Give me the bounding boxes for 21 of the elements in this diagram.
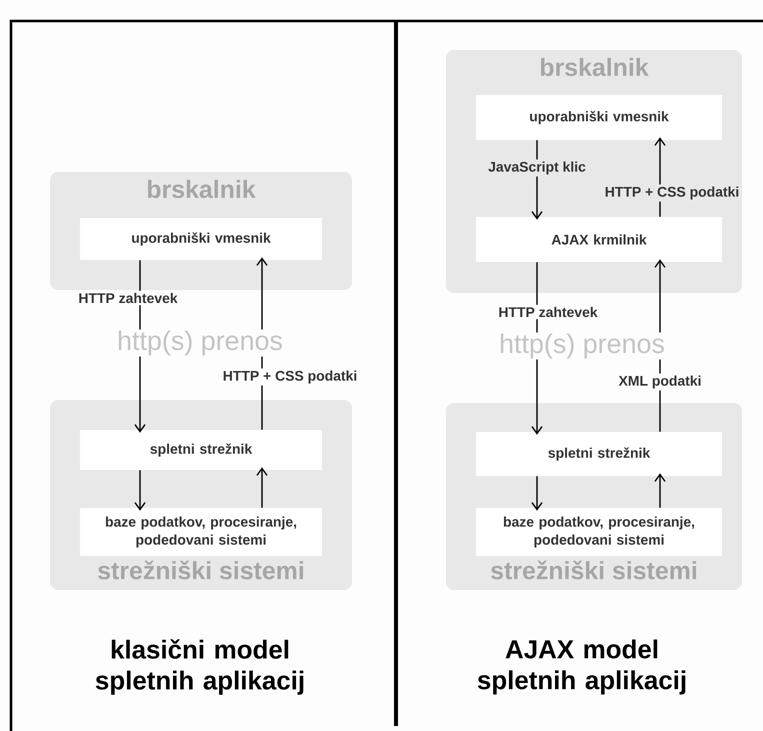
process-box: baze podatkov, procesiranje, podedovani sistemi <box>80 508 322 556</box>
edge-label: HTTP + CSS podatki <box>220 368 360 386</box>
arrow <box>256 467 268 508</box>
edge-label: HTTP zahtevek <box>76 290 180 306</box>
process-box: uporabniški vmesnik <box>476 95 722 140</box>
process-box: spletni strežnik <box>80 430 322 470</box>
arrow <box>134 470 146 511</box>
arrow <box>654 473 666 508</box>
process-box: spletni strežnik <box>476 432 722 476</box>
caption: klasični model spletnih aplikacij <box>96 639 304 695</box>
transfer-label: http(s) prenos <box>498 332 666 360</box>
edge-label: HTTP zahtevek <box>496 304 600 320</box>
process-box: baze podatkov, procesiranje, podedovani sistemi <box>476 508 722 556</box>
caption: AJAX model spletnih aplikacij <box>478 639 686 694</box>
edge-label: JavaScript klic <box>486 160 588 176</box>
process-box: AJAX krmilnik <box>476 217 722 262</box>
edge-label: XML podatki <box>616 374 704 390</box>
edge-label: HTTP + CSS podatki <box>602 184 742 202</box>
process-box: uporabniški vmesnik <box>80 218 322 260</box>
arrow <box>531 476 543 511</box>
transfer-label: http(s) prenos <box>116 329 284 357</box>
